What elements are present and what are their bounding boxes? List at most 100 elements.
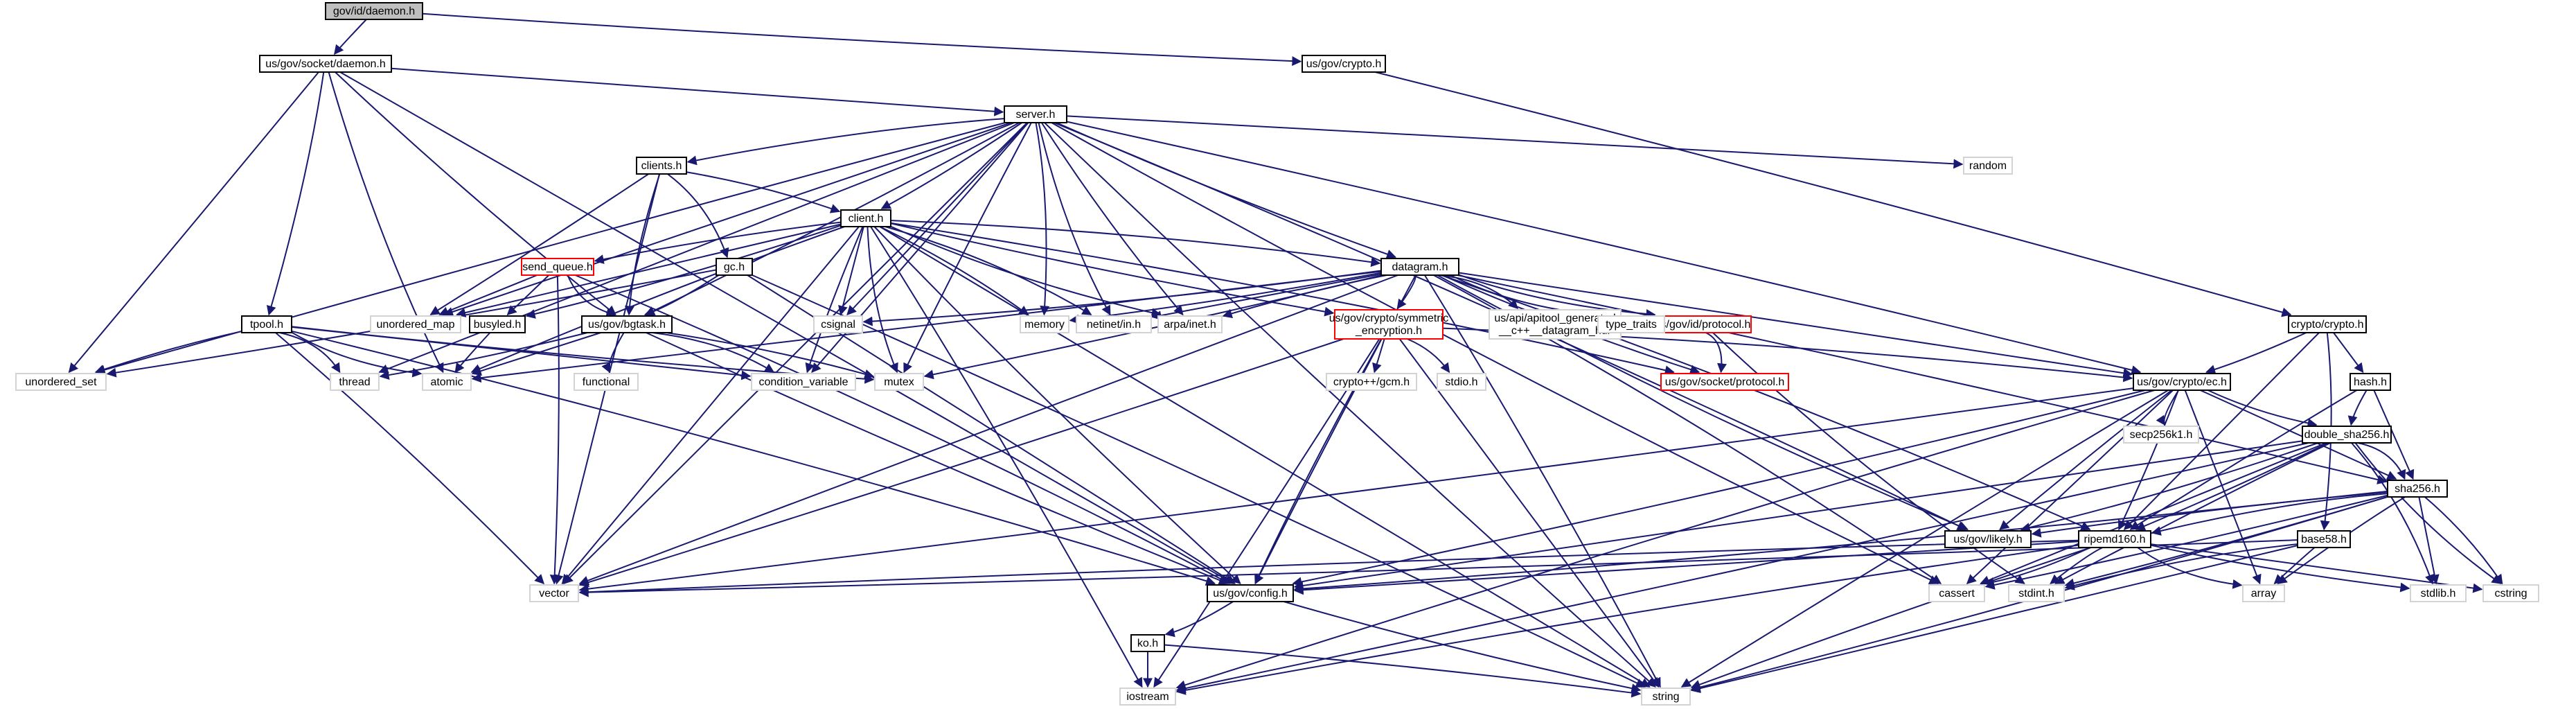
node-symmetric[interactable]: us/gov/crypto/symmetric_encryption.h [1329,309,1448,340]
node-box [1157,315,1223,333]
edge-datagram-to-ec [1458,272,2133,378]
node-send-queue[interactable]: send_queue.h [521,258,594,276]
node-socket-daemon[interactable]: us/gov/socket/daemon.h [259,55,392,73]
node-gc[interactable]: gc.h [716,258,753,276]
node-crypto-crypto[interactable]: crypto/crypto.h [2288,315,2367,333]
edge-client-to-unordered_map [456,223,842,317]
node-vector: vector [529,584,579,602]
node-box [1380,258,1459,276]
node-box [2387,480,2448,498]
edge-send_queue-to-config [575,274,1231,584]
node-box [716,258,753,276]
node-box [1302,55,1386,73]
node-label: stdint.h [2018,588,2054,599]
node-label: csignal [821,319,855,331]
edge-crypto_crypto-to-ec [2205,332,2307,374]
node-label: crypto/crypto.h [2291,319,2364,331]
node-netinet: netinet/in.h [1076,315,1152,333]
node-label: vector [539,588,569,599]
edge-datagram-to-vector [578,274,1398,586]
node-label: string [1652,691,1679,703]
node-sha256[interactable]: sha256.h [2387,480,2448,498]
edge-ec-to-secp [2156,389,2180,426]
edge-tpool-to-unordered_set [94,331,242,374]
edge-double_sha-to-likely [2020,442,2319,532]
edge-server-to-vector [563,122,1028,584]
edge-symmetric-to-stdio [1407,338,1450,374]
node-array: array [2242,584,2285,602]
node-label: us/gov/socket/protocol.h [1665,376,1785,388]
node-label: base58.h [2301,534,2347,545]
node-box [15,373,107,391]
edge-bgtask-to-mutex [666,332,875,379]
edge-ripemd-to-string [1690,547,2092,690]
node-box [1660,373,1789,391]
node-id-protocol[interactable]: us/gov/id/protocol.h [1653,315,1752,333]
node-datagram[interactable]: datagram.h [1380,258,1459,276]
node-ripemd[interactable]: ripemd160.h [2078,530,2151,548]
node-box [1004,105,1067,123]
node-label: ko.h [1137,638,1158,649]
node-likely[interactable]: us/gov/likely.h [1944,530,2032,548]
edge-server-to-ec [1066,121,2142,375]
edge-socket_daemon-to-atomic [328,71,444,374]
edge-socket_daemon-to-config [339,71,1234,584]
node-box [1334,309,1444,340]
node-ec[interactable]: us/gov/crypto/ec.h [2133,373,2231,391]
edge-bgtask-to-thread [379,332,588,380]
node-label: double_sha256.h [2304,429,2390,441]
edge-ko-to-string [1164,644,1642,698]
node-base58[interactable]: base58.h [2297,530,2351,548]
edge-client-to-datagram [890,220,1381,268]
node-label: arpa/inet.h [1164,319,1216,331]
edge-client-to-socket_protocol [890,222,1675,376]
node-bgtask[interactable]: us/gov/bgtask.h [581,315,673,333]
edge-busyled-to-atomic [454,332,491,374]
node-box [1963,157,2013,175]
edge-socket_daemon-to-server [391,67,1004,116]
node-config[interactable]: us/gov/config.h [1207,584,1294,602]
node-box [241,315,292,333]
edge-ec-to-vector [578,387,2134,594]
edge-send_queue-to-bgtask [567,274,616,317]
edge-server-to-arpa [1040,122,1184,316]
node-tpool[interactable]: tpool.h [241,315,292,333]
node-clients[interactable]: clients.h [636,157,687,175]
node-box [1130,634,1165,652]
node-double-sha[interactable]: double_sha256.h [2302,426,2392,444]
edge-client-to-iostream [870,226,1143,688]
node-box [2133,373,2231,391]
edge-sha256-to-stdlib [2418,496,2440,585]
node-socket-protocol[interactable]: us/gov/socket/protocol.h [1660,373,1789,391]
node-busyled[interactable]: busyled.h [469,315,526,333]
node-box [2350,373,2391,391]
node-box [1944,530,2032,548]
node-label: atomic [430,376,463,388]
edge-tpool-to-vector [275,332,545,584]
edge-client-to-arpa [890,225,1162,318]
node-label: us/gov/bgtask.h [588,319,666,331]
node-ko[interactable]: ko.h [1130,634,1165,652]
node-label: functional [583,376,630,388]
node-label: thread [339,376,370,388]
node-crypto-h[interactable]: us/gov/crypto.h [1302,55,1386,73]
node-hash[interactable]: hash.h [2350,373,2391,391]
edge-ripemd-to-vector [578,539,2079,597]
edge-tpool-to-thread [279,332,341,374]
edge-ripemd-to-iostream [1175,544,2079,695]
node-stdint: stdint.h [2008,584,2065,602]
edge-sha256-to-ripemd [2151,493,2388,536]
node-server[interactable]: server.h [1004,105,1067,123]
edge-datagram-to-sha256 [1457,274,2388,484]
edge-server-to-csignal [846,122,1029,316]
edge-gc-to-string [752,274,1646,688]
node-box [330,373,380,391]
edge-clients-to-gc [667,173,729,259]
node-root[interactable]: gov/id/daemon.h [325,2,423,20]
node-arpa: arpa/inet.h [1157,315,1223,333]
node-box [422,373,472,391]
node-label: us/gov/crypto/symmetric [1329,313,1448,324]
node-box [1207,584,1294,602]
edge-hash-to-double_sha [2347,389,2368,426]
node-client[interactable]: client.h [840,209,891,227]
